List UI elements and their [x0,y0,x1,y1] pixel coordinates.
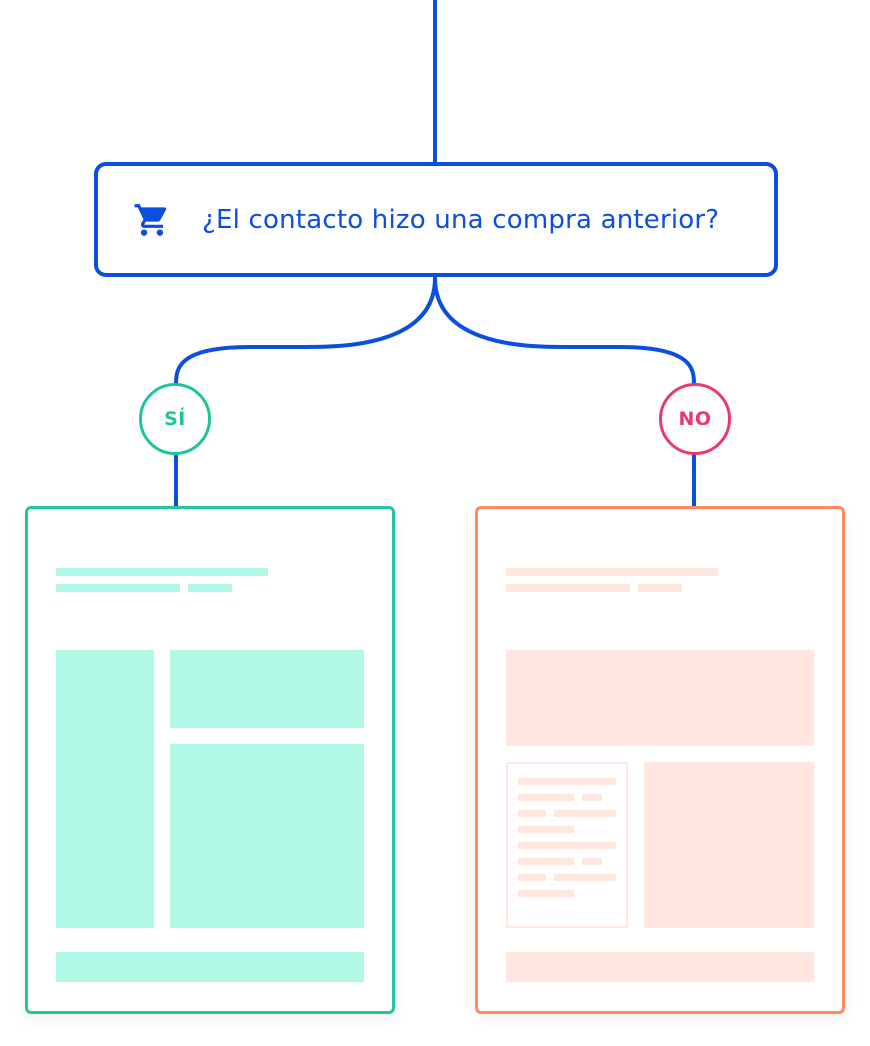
yes-branch-connector [174,276,437,387]
decision-node[interactable]: ¿El contacto hizo una compra anterior? [94,162,778,277]
template-text-line [582,858,602,865]
template-text-line [518,810,546,817]
template-text-panel [506,762,628,928]
shopping-cart-icon [132,200,172,240]
template-image-block [644,762,814,928]
template-subheading-line [638,584,682,592]
template-text-line [554,874,616,881]
template-heading-line [56,568,268,576]
template-image-block [170,650,364,728]
template-heading-line [506,568,718,576]
template-content-block [170,744,364,928]
template-text-line [518,858,574,865]
no-branch-badge[interactable]: NO [659,383,731,455]
yes-branch-badge[interactable]: SÍ [139,383,211,455]
template-text-line [518,794,574,801]
template-hero-block [506,650,814,746]
template-text-line [582,794,602,801]
template-text-line [518,890,574,897]
no-branch-connector [433,276,696,387]
no-email-template-card[interactable] [475,506,845,1014]
template-subheading-line [188,584,232,592]
template-text-line [518,874,546,881]
template-subheading-line [506,584,630,592]
template-subheading-line [56,584,180,592]
decision-question: ¿El contacto hizo una compra anterior? [202,204,720,235]
template-text-line [554,810,616,817]
template-footer-block [506,952,814,982]
template-text-line [518,842,616,849]
no-branch-label: NO [678,408,712,430]
template-text-line [518,778,616,785]
yes-email-template-card[interactable] [25,506,395,1014]
template-footer-block [56,952,364,982]
template-text-line [518,826,574,833]
template-sidebar-block [56,650,154,928]
yes-branch-label: SÍ [164,408,186,430]
